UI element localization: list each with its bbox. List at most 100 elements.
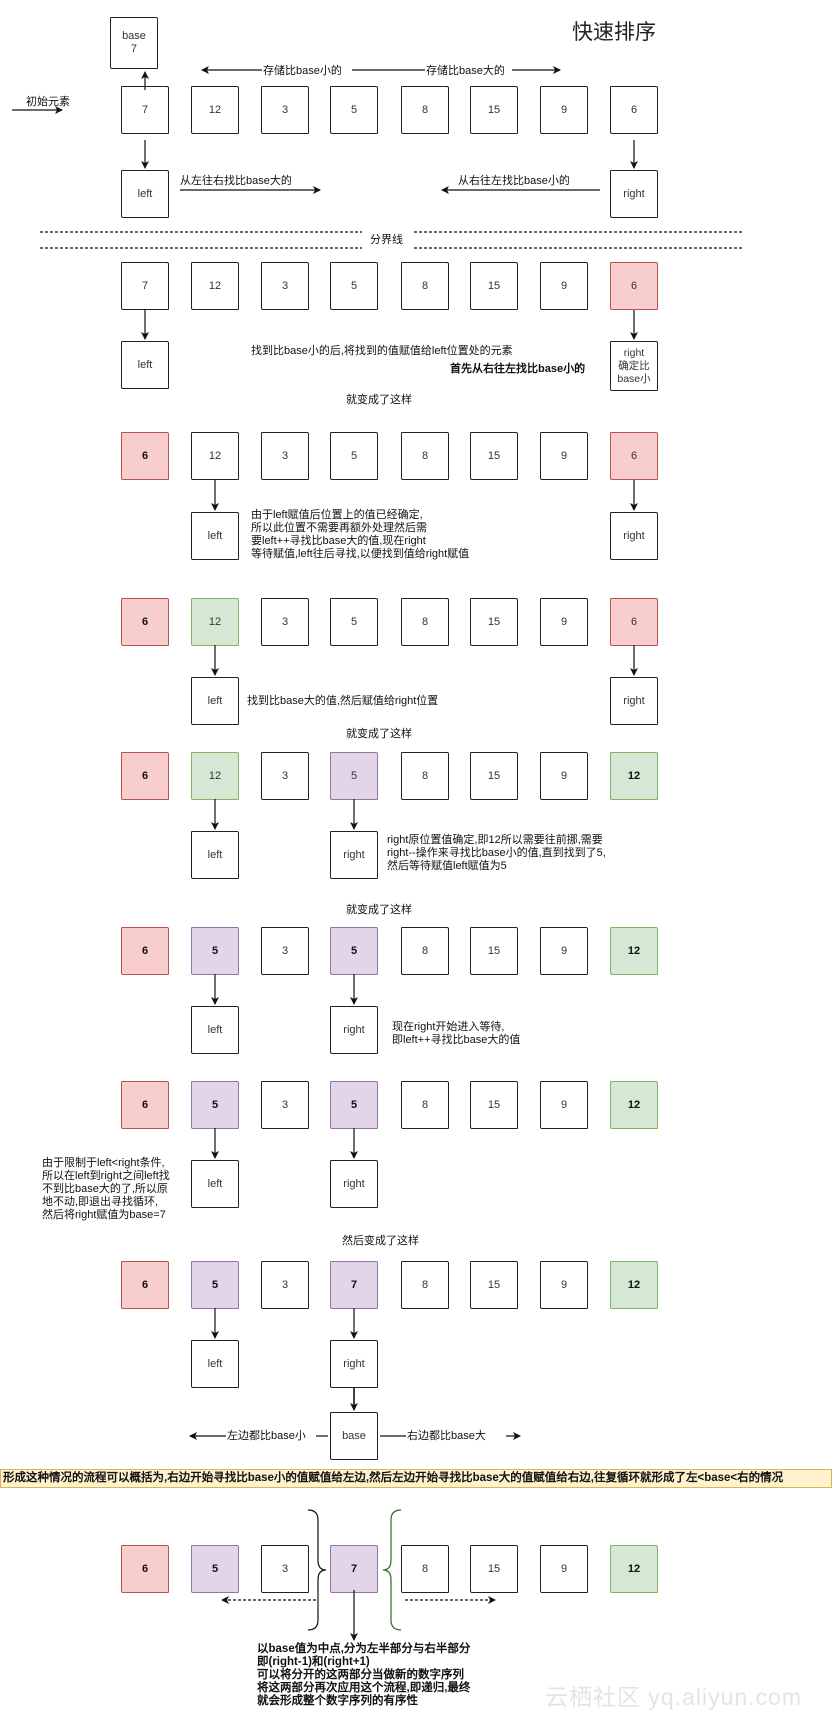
became-label-1: 就变成了这样 (346, 394, 412, 406)
array-cell: 15 (470, 927, 518, 975)
array-cell: 3 (261, 1261, 309, 1309)
array-cell: 3 (261, 1545, 309, 1593)
watermark: 云栖社区 yq.aliyun.com (545, 1684, 803, 1710)
array-cell: 7 (330, 1545, 378, 1593)
array-cell-value: 6 (141, 450, 149, 462)
array-cell: 12 (610, 927, 658, 975)
array-cell: 5 (191, 927, 239, 975)
array-cell-value: 6 (141, 1279, 149, 1291)
array-cell: 3 (261, 1081, 309, 1129)
left-pointer-box: left (121, 170, 169, 218)
array-cell: 15 (470, 1081, 518, 1129)
array-cell-value: 12 (627, 1563, 641, 1575)
array-cell: 5 (191, 1545, 239, 1593)
divider-label: 分界线 (370, 234, 403, 246)
array-cell-value: 5 (350, 770, 358, 782)
array-cell-value: 7 (141, 280, 149, 292)
array-cell: 6 (121, 598, 169, 646)
array-cell: 3 (261, 927, 309, 975)
array-cell-value: 3 (281, 280, 289, 292)
array-cell-value: 5 (211, 1099, 219, 1111)
array-cell: 6 (610, 262, 658, 310)
left-pointer-label: left (137, 359, 153, 371)
array-cell: 7 (121, 262, 169, 310)
step6-note: 由于限制于left<right条件, 所以在left到right之间left找 … (42, 1157, 170, 1221)
array-cell: 3 (261, 752, 309, 800)
array-cell: 6 (121, 1081, 169, 1129)
right-pointer-label: right (623, 188, 645, 200)
array-cell-value: 12 (208, 616, 222, 628)
became-label-2: 就变成了这样 (346, 728, 412, 740)
array-cell-value: 12 (627, 770, 641, 782)
array-cell-value: 9 (560, 1563, 568, 1575)
array-cell: 8 (401, 927, 449, 975)
array-cell-value: 8 (421, 1099, 429, 1111)
array-cell-value: 15 (487, 945, 501, 957)
array-cell: 9 (540, 752, 588, 800)
array-cell: 12 (191, 432, 239, 480)
array-cell: 5 (330, 432, 378, 480)
array-cell-value: 8 (421, 1279, 429, 1291)
array-cell-value: 6 (630, 616, 638, 628)
array-cell-value: 7 (141, 104, 149, 116)
array-cell-value: 15 (487, 104, 501, 116)
left-pointer-label: left (207, 1178, 223, 1190)
left-pointer-box: left (191, 677, 239, 725)
step1-note: 找到比base小的后,将找到的值赋值给left位置处的元素 (251, 345, 513, 357)
array-cell: 12 (191, 598, 239, 646)
array-cell: 15 (470, 262, 518, 310)
left-pointer-box: left (191, 831, 239, 879)
left-scan-label: 从左往右找比base大的 (180, 175, 292, 187)
array-cell-value: 8 (421, 280, 429, 292)
left-pointer-label: left (207, 695, 223, 707)
right-pointer-label: right (623, 695, 645, 707)
array-cell-value: 3 (281, 104, 289, 116)
array-cell-value: 5 (211, 945, 219, 957)
array-cell: 15 (470, 1545, 518, 1593)
array-cell-value: 12 (208, 280, 222, 292)
left-pointer-box: left (191, 1006, 239, 1054)
right-pointer-label: right (623, 530, 645, 542)
left-pointer-label: left (137, 188, 153, 200)
array-cell-value: 12 (627, 1279, 641, 1291)
array-cell-value: 5 (350, 1099, 358, 1111)
right-pointer-box: right (330, 831, 378, 879)
right-pointer-box: right (330, 1006, 378, 1054)
left-pointer-label: left (207, 530, 223, 542)
array-cell-value: 8 (421, 945, 429, 957)
array-cell: 12 (610, 752, 658, 800)
array-cell-value: 12 (627, 945, 641, 957)
array-cell: 5 (330, 86, 378, 134)
array-cell-value: 9 (560, 104, 568, 116)
became-label-3: 就变成了这样 (346, 904, 412, 916)
array-cell: 15 (470, 1261, 518, 1309)
array-cell-value: 3 (281, 616, 289, 628)
array-cell: 15 (470, 598, 518, 646)
array-cell-value: 8 (421, 450, 429, 462)
array-cell-value: 12 (208, 770, 222, 782)
array-cell: 3 (261, 598, 309, 646)
array-cell-value: 5 (350, 104, 358, 116)
right-pointer-label: right (343, 1024, 365, 1036)
array-cell: 6 (610, 432, 658, 480)
step2-note: 由于left赋值后位置上的值已经确定, 所以此位置不需要再额外处理然后需 要le… (251, 509, 470, 560)
array-cell: 5 (330, 262, 378, 310)
left-pointer-box: left (191, 512, 239, 560)
right-pointer-box: right (330, 1160, 378, 1208)
left-pointer-box: left (191, 1340, 239, 1388)
array-cell-value: 5 (350, 450, 358, 462)
array-cell-value: 6 (141, 1563, 149, 1575)
array-cell-value: 15 (487, 770, 501, 782)
array-cell: 8 (401, 598, 449, 646)
array-cell: 5 (330, 598, 378, 646)
array-cell-value: 7 (350, 1563, 358, 1575)
array-cell: 9 (540, 432, 588, 480)
summary-note: 形成这种情况的流程可以概括为,右边开始寻找比base小的值赋值给左边,然后左边开… (0, 1469, 832, 1488)
array-cell: 5 (330, 752, 378, 800)
left-pointer-box: left (191, 1160, 239, 1208)
step5-note: 现在right开始进入等待, 即left++寻找比base大的值 (392, 1021, 521, 1046)
array-cell-value: 12 (208, 104, 222, 116)
array-cell: 6 (610, 86, 658, 134)
step4-note: right原位置值确定,即12所以需要往前挪,需要 right--操作来寻找比b… (387, 834, 606, 872)
